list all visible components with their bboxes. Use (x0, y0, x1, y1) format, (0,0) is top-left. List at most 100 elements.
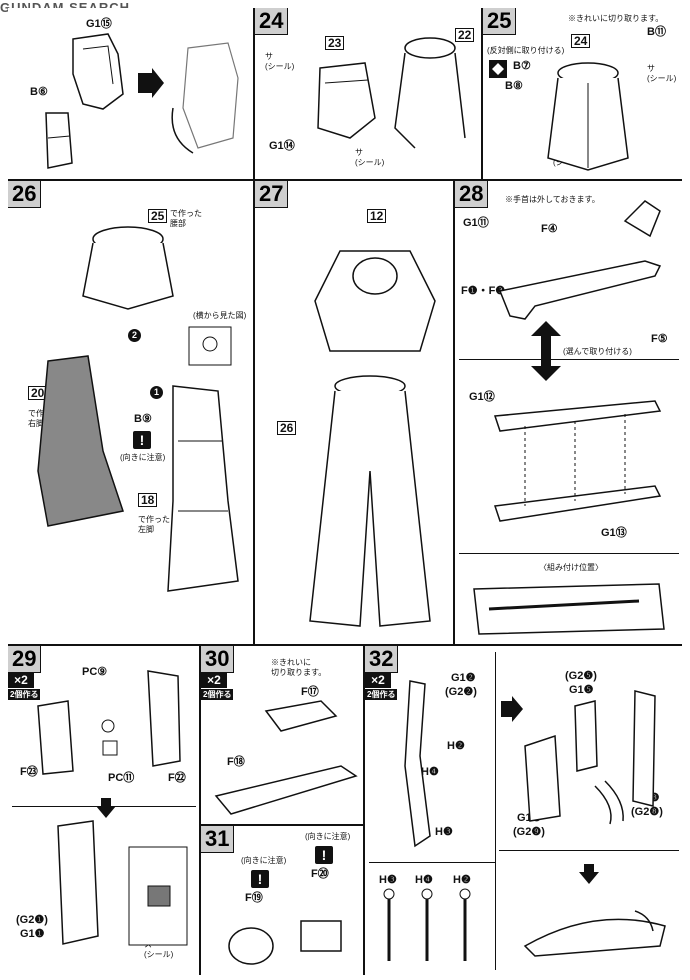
rifle-rack-drawing (493, 400, 662, 522)
part-label-b11: B⑪ (647, 26, 666, 38)
part-label-b9: B⑨ (134, 413, 152, 425)
claw-final-drawing (523, 910, 666, 957)
panel-step-29: 29 ×2 2個作る PC⑨ F㉓ PC⑪ F㉒ シ(シール) ス(シール) (… (8, 645, 200, 975)
waist-core-drawing (394, 37, 466, 149)
part-ref-25: 25 (148, 209, 168, 223)
part-label-g1-14: G1⑭ (269, 140, 295, 152)
assembled-arm-drawing (57, 820, 99, 945)
arrow-down-icon (96, 798, 116, 818)
backpack-part-drawing (264, 700, 338, 732)
part-label-h3: H❸ (435, 826, 453, 838)
sticker-sa-label-2: サ(シール) (355, 148, 385, 167)
part-label-f23: F㉓ (20, 766, 38, 778)
cut-note: ※きれいに切り取ります。 (568, 14, 664, 23)
waist-drawing (82, 226, 174, 310)
step-number: 28 (455, 181, 489, 208)
reverse-side-note: (反対側に取り付ける) (487, 46, 565, 55)
step-number: 26 (8, 181, 42, 208)
arrow-right-icon (501, 696, 523, 722)
direction-note: (向きに注意) (305, 832, 351, 841)
part-ref-18: 18 (138, 493, 158, 507)
direction-note-2: (向きに注意) (241, 856, 287, 865)
arrow-right-icon (138, 68, 164, 98)
part-label-g2-1: (G2❶) (16, 914, 48, 926)
sticker-sa-label: サ(シール) (647, 64, 677, 83)
sticker-box-drawing (128, 846, 188, 946)
panel-step-31: 31 (向きに注意) ! (向きに注意) ! F⑲ F⑳ (200, 825, 364, 975)
panel-step-25: 25 ※きれいに切り取ります。 24 B⑪ (反対側に取り付ける) B⑦ B⑧ … (482, 8, 682, 180)
assembly-position-drawing (473, 583, 665, 635)
arrow-down-icon (579, 864, 599, 884)
part-label-g1-1: G1❶ (20, 928, 45, 940)
left-leg-drawing (167, 385, 239, 592)
divider-line (369, 862, 495, 863)
step-number: 24 (255, 8, 289, 35)
backpack-base-drawing (214, 765, 358, 815)
quantity-caption: 2個作る (8, 689, 41, 700)
side-view-caption: (横から見た図) (193, 311, 247, 320)
step-number: 31 (201, 826, 235, 853)
part-ref-23: 23 (325, 36, 345, 50)
part-label-f1-f3: F❶・F❸ (461, 285, 506, 297)
quantity-badge: ×2 (8, 672, 34, 688)
part-label-g1-15: G1⑮ (86, 18, 112, 30)
quantity-badge: ×2 (365, 672, 391, 688)
step-number: 30 (201, 646, 235, 673)
part-ref-20: 20 (28, 386, 48, 400)
part-label-pc9: PC⑨ (82, 666, 108, 678)
select-swap-icon (531, 321, 561, 381)
part-label-g1-2: G1❷ (451, 672, 476, 684)
divider-vertical (495, 652, 496, 970)
part-label-f22: F㉒ (168, 772, 186, 784)
select-note: (選んで取り付ける) (563, 347, 632, 356)
part-ref-22: 22 (455, 28, 475, 42)
caption-25: で作った腰部 (170, 209, 202, 228)
quantity-badge: ×2 (201, 672, 227, 688)
order-2-badge: 2 (128, 329, 141, 342)
claw-bones-drawing (383, 888, 471, 961)
part-label-g1-13: G1⑬ (601, 527, 627, 539)
lower-body-drawing (309, 375, 431, 627)
part-label-g2-8: (G2❽) (631, 806, 663, 818)
cut-note: ※きれいに切り取ります。 (271, 658, 327, 677)
step-number: 27 (255, 181, 289, 208)
panel-step-32: 32 ×2 2個作る G1❷ (G2❷) H❷ H❹ H❸ H❸ H❹ H❷ (… (364, 645, 682, 975)
claw-assembly-drawing (524, 690, 656, 825)
step-number: 25 (483, 8, 517, 35)
arm-parts-drawing (37, 670, 181, 775)
part-label-g2-9: (G2❾) (513, 826, 545, 838)
warning-icon-2: ! (251, 870, 269, 888)
divider-line-2 (499, 850, 679, 851)
waist-assembly-drawing (547, 62, 629, 171)
thruster-drawing (228, 920, 342, 965)
part-label-f4: F④ (541, 223, 558, 235)
waist-armor-drawing (317, 62, 376, 139)
panel-step-24: 24 23 22 サ(シール) G1⑭ サ(シール) (254, 8, 482, 180)
position-title: 〈組み付け位置〉 (539, 563, 603, 572)
part-label-g2-2: (G2❷) (445, 686, 477, 698)
panel-step-prev: G1⑮ B⑥ (8, 8, 254, 180)
part-label-g1-5: G1❺ (569, 684, 594, 696)
claw-blade-drawing (404, 680, 431, 848)
divider-line (459, 359, 679, 360)
part-label-h2: H❷ (447, 740, 465, 752)
part-label-b7: B⑦ (513, 60, 531, 72)
part-label-f17: F⑰ (301, 686, 319, 698)
hand-note: ※手首は外しておきます。 (505, 195, 600, 204)
warning-icon: ! (133, 431, 151, 449)
part-label-g2-5: (G2❺) (565, 670, 597, 682)
order-1-badge: 1 (150, 386, 163, 399)
caption-18: で作った左脚 (138, 515, 170, 534)
quantity-caption: 2個作る (201, 689, 234, 700)
panel-step-28: 28 ※手首は外しておきます。 G1⑪ F④ F❶・F❸ F⑤ (選んで取り付け… (454, 180, 682, 645)
panel-step-27: 27 12 26 (254, 180, 454, 645)
forearm-drawing (45, 112, 73, 169)
shoulder-armor-drawing (72, 33, 124, 110)
part-label-f19: F⑲ (245, 892, 263, 904)
rotation-result-drawing (171, 42, 239, 154)
bottom-label-h4: H❹ (415, 874, 433, 886)
part-label-f20: F⑳ (311, 868, 329, 880)
quantity-caption: 2個作る (365, 689, 398, 700)
panel-step-30: 30 ×2 2個作る ※きれいに切り取ります。 F⑰ F⑱ (200, 645, 364, 825)
